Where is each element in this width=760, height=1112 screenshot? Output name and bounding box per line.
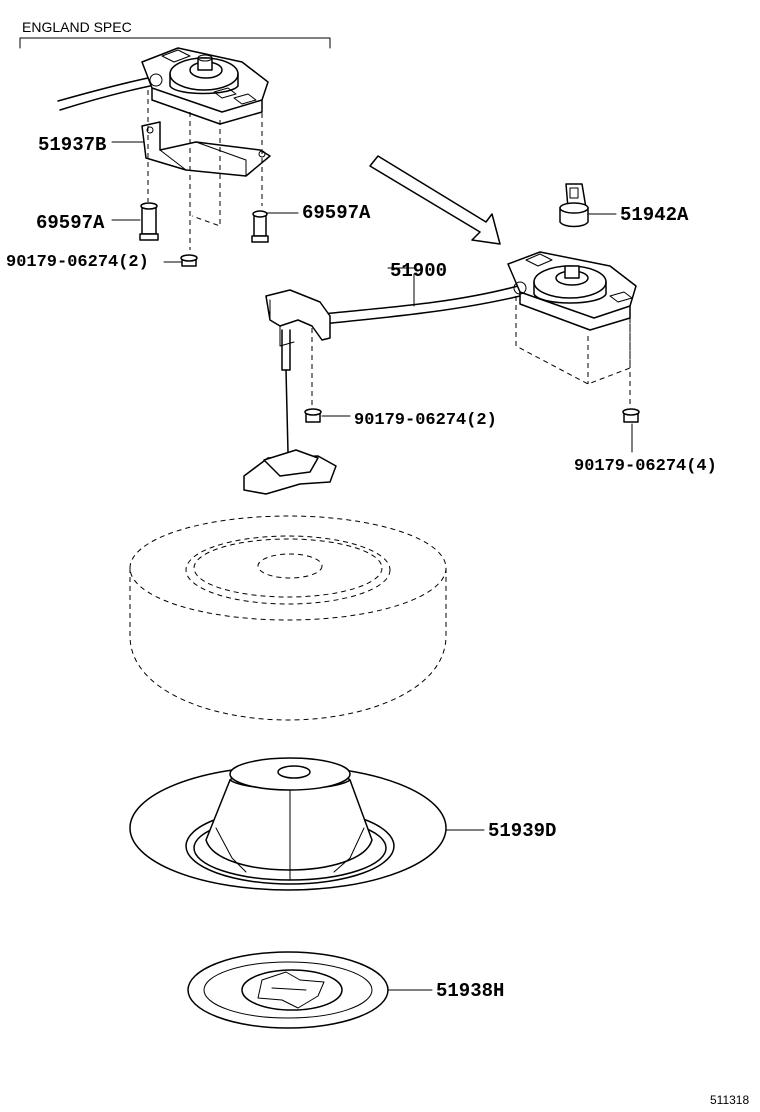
label-51900: 51900 xyxy=(390,260,447,282)
label-90179-mid: 90179-06274(2) xyxy=(354,411,497,430)
label-69597a-right: 69597A xyxy=(302,202,371,224)
part-51942a-handle xyxy=(559,183,617,228)
part-51939d-tray xyxy=(129,757,485,891)
england-spec-label: ENGLAND SPEC xyxy=(22,19,132,35)
label-51939d: 51939D xyxy=(488,820,556,842)
spare-tire xyxy=(129,515,447,721)
label-90179-right: 90179-06274(4) xyxy=(574,457,717,476)
label-51937b: 51937B xyxy=(38,134,106,156)
leaders-top-left xyxy=(111,141,299,263)
part-51900-winch-assembly xyxy=(243,251,637,495)
part-51937b-plate xyxy=(141,121,271,177)
england-spec-bracket: ENGLAND SPEC xyxy=(19,19,331,49)
guide-lines-top-left xyxy=(147,90,263,250)
bolt-right xyxy=(622,408,640,453)
england-spec-winch xyxy=(57,47,269,125)
label-51938h: 51938H xyxy=(436,980,504,1002)
label-51942a: 51942A xyxy=(620,204,689,226)
direction-arrow xyxy=(369,155,501,245)
part-69597a-left-clip xyxy=(139,202,159,241)
illustration-code: 511318 xyxy=(710,1093,749,1107)
label-90179-top: 90179-06274(2) xyxy=(6,253,149,272)
bolt-top-left xyxy=(180,254,198,267)
part-51938h-cover xyxy=(187,951,433,1029)
label-69597a-left: 69597A xyxy=(36,212,105,234)
bolt-mid xyxy=(304,408,351,423)
part-69597a-right-clip xyxy=(251,210,269,243)
